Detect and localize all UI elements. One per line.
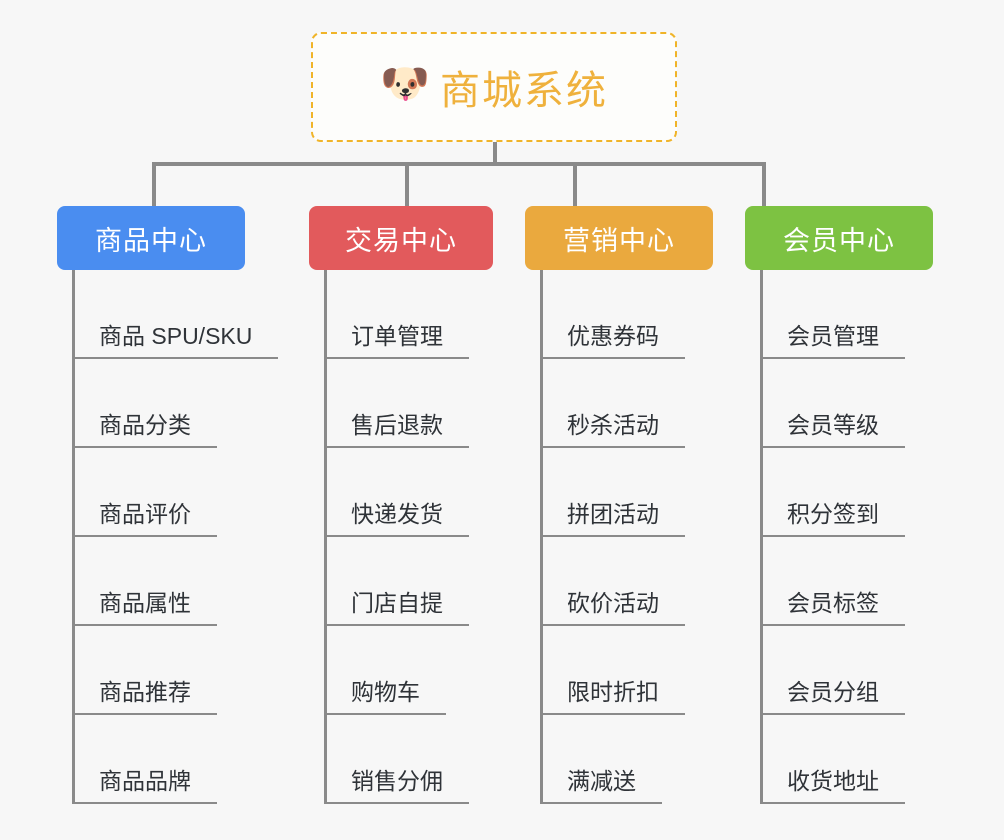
branch-column-1: 商品中心商品 SPU/SKU 商品分类商品评价商品属性商品推荐商品品牌: [57, 206, 279, 804]
branch-header-2[interactable]: 交易中心: [309, 206, 493, 270]
leaf-item-label: 销售分佣: [325, 762, 469, 804]
leaf-item-label: 限时折扣: [541, 673, 685, 715]
leaf-item-label: 会员标签: [761, 584, 905, 626]
connector-drop-2: [405, 162, 409, 206]
leaf-item[interactable]: 订单管理: [309, 270, 493, 359]
leaf-item-label: 商品分类: [73, 406, 217, 448]
leaf-item-label: 商品评价: [73, 495, 217, 537]
leaf-item[interactable]: 满减送: [525, 715, 713, 804]
leaf-item[interactable]: 会员管理: [745, 270, 933, 359]
branch-items-4: 会员管理会员等级积分签到会员标签会员分组收货地址: [745, 270, 933, 804]
leaf-item[interactable]: 秒杀活动: [525, 359, 713, 448]
connector-drop-1: [152, 162, 156, 206]
leaf-item[interactable]: 购物车: [309, 626, 493, 715]
branch-spine-1: [72, 270, 75, 804]
leaf-item[interactable]: 会员标签: [745, 537, 933, 626]
shiba-dog-face-icon: 🐶: [380, 62, 430, 106]
leaf-item[interactable]: 售后退款: [309, 359, 493, 448]
leaf-item-label: 商品 SPU/SKU: [73, 317, 279, 359]
leaf-item[interactable]: 门店自提: [309, 537, 493, 626]
leaf-item-label: 会员分组: [761, 673, 905, 715]
root-node[interactable]: 🐶 商城系统: [311, 32, 677, 142]
branch-column-4: 会员中心会员管理会员等级积分签到会员标签会员分组收货地址: [745, 206, 933, 804]
branch-items-2: 订单管理售后退款快递发货门店自提购物车销售分佣: [309, 270, 493, 804]
leaf-item[interactable]: 砍价活动: [525, 537, 713, 626]
leaf-item-label: 订单管理: [325, 317, 469, 359]
leaf-item-label: 优惠券码: [541, 317, 685, 359]
leaf-item-label: 积分签到: [761, 495, 905, 537]
leaf-item-label: 商品品牌: [73, 762, 217, 804]
leaf-item[interactable]: 商品评价: [57, 448, 245, 537]
leaf-item-label: 拼团活动: [541, 495, 685, 537]
leaf-item-label: 会员管理: [761, 317, 905, 359]
branch-items-3: 优惠券码秒杀活动拼团活动砍价活动限时折扣满减送: [525, 270, 713, 804]
connector-drop-3: [573, 162, 577, 206]
branch-header-3[interactable]: 营销中心: [525, 206, 713, 270]
leaf-item[interactable]: 商品品牌: [57, 715, 245, 804]
branch-column-3: 营销中心优惠券码秒杀活动拼团活动砍价活动限时折扣满减送: [525, 206, 713, 804]
branch-spine-2: [324, 270, 327, 804]
connector-root-stem: [493, 142, 497, 164]
leaf-item-label: 秒杀活动: [541, 406, 685, 448]
leaf-item[interactable]: 快递发货: [309, 448, 493, 537]
leaf-item[interactable]: 优惠券码: [525, 270, 713, 359]
leaf-item-label: 商品推荐: [73, 673, 217, 715]
root-node-title: 商城系统: [440, 69, 608, 113]
leaf-item-label: 收货地址: [761, 762, 905, 804]
connector-drop-4: [762, 162, 766, 206]
leaf-item[interactable]: 销售分佣: [309, 715, 493, 804]
connector-horizontal-bus: [152, 162, 764, 166]
leaf-item[interactable]: 拼团活动: [525, 448, 713, 537]
leaf-item-label: 售后退款: [325, 406, 469, 448]
branch-header-1[interactable]: 商品中心: [57, 206, 245, 270]
branch-spine-4: [760, 270, 763, 804]
leaf-item-label: 满减送: [541, 762, 662, 804]
leaf-item-label: 会员等级: [761, 406, 905, 448]
leaf-item[interactable]: 商品 SPU/SKU: [57, 270, 279, 359]
leaf-item-label: 门店自提: [325, 584, 469, 626]
leaf-item-label: 快递发货: [325, 495, 469, 537]
leaf-item[interactable]: 商品推荐: [57, 626, 245, 715]
leaf-item-label: 购物车: [325, 673, 446, 715]
branch-items-1: 商品 SPU/SKU 商品分类商品评价商品属性商品推荐商品品牌: [57, 270, 279, 804]
leaf-item[interactable]: 商品属性: [57, 537, 245, 626]
branch-header-4[interactable]: 会员中心: [745, 206, 933, 270]
leaf-item[interactable]: 会员等级: [745, 359, 933, 448]
leaf-item[interactable]: 商品分类: [57, 359, 245, 448]
leaf-item-label: 商品属性: [73, 584, 217, 626]
branch-column-2: 交易中心订单管理售后退款快递发货门店自提购物车销售分佣: [309, 206, 493, 804]
leaf-item[interactable]: 会员分组: [745, 626, 933, 715]
leaf-item-label: 砍价活动: [541, 584, 685, 626]
branch-spine-3: [540, 270, 543, 804]
leaf-item[interactable]: 积分签到: [745, 448, 933, 537]
leaf-item[interactable]: 限时折扣: [525, 626, 713, 715]
leaf-item[interactable]: 收货地址: [745, 715, 933, 804]
